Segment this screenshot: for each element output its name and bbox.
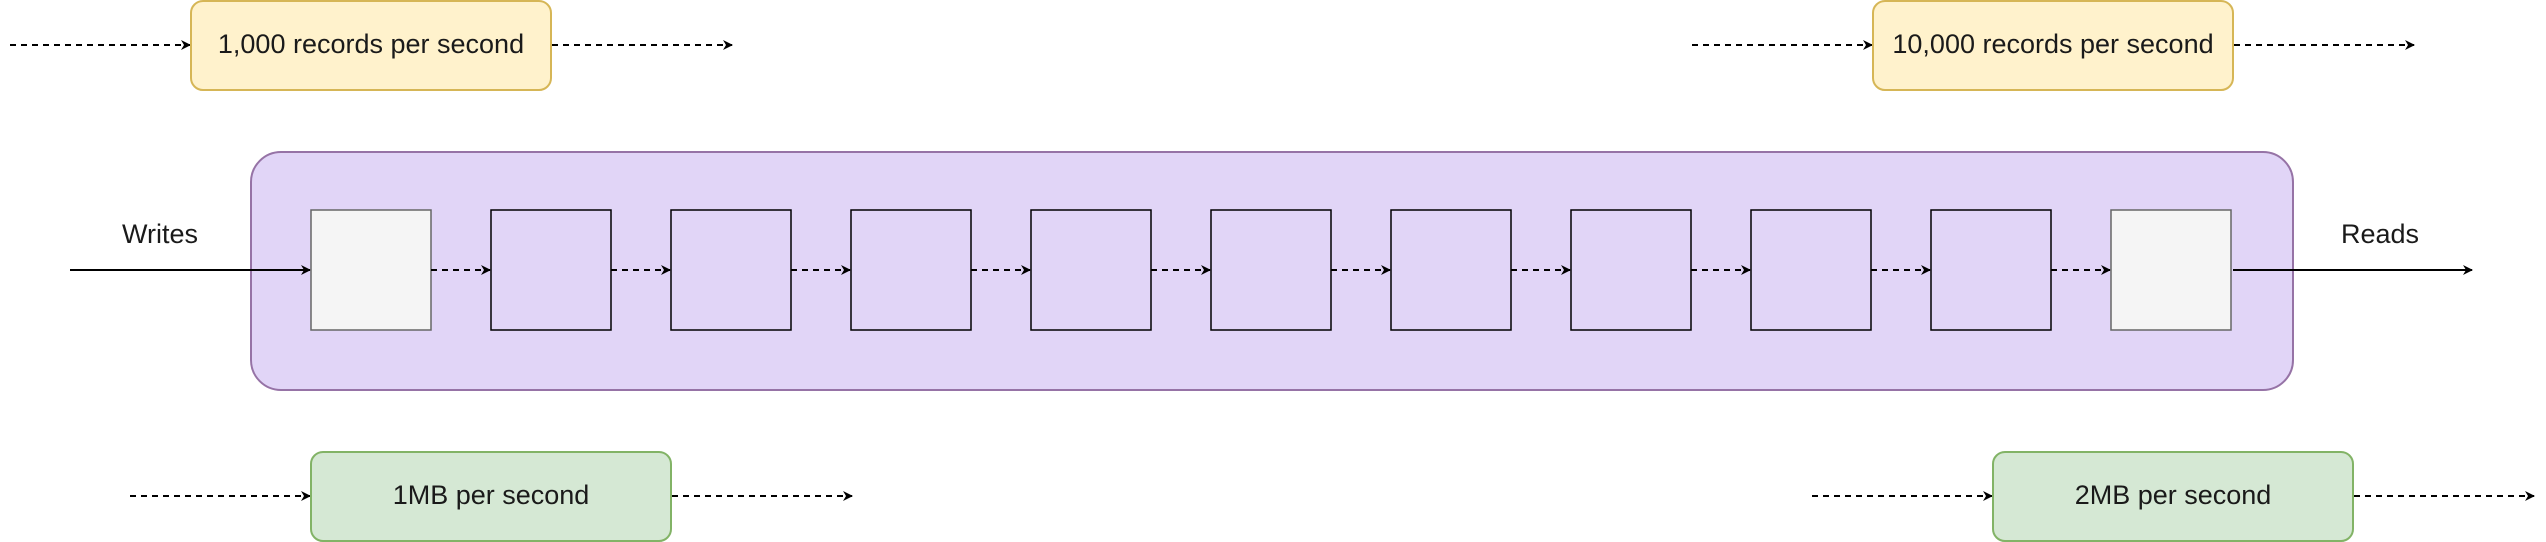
top-right-rate-label: 10,000 records per second [1892, 29, 2213, 59]
top-left-rate-label: 1,000 records per second [218, 29, 524, 59]
reads-label: Reads [2341, 219, 2419, 249]
bottom-left-rate-label: 1MB per second [393, 480, 590, 510]
record-box [1570, 209, 1692, 331]
record-box [1030, 209, 1152, 331]
record-box [1750, 209, 1872, 331]
record-box [490, 209, 612, 331]
writes-label: Writes [122, 219, 198, 249]
record-box-oldest [2110, 209, 2232, 331]
record-box [1930, 209, 2052, 331]
bottom-right-rate-box [1992, 451, 2354, 542]
record-sequence [310, 209, 2232, 331]
bottom-right-rate-label: 2MB per second [2075, 480, 2272, 510]
record-box-newest [310, 209, 432, 331]
bottom-left-rate-box [310, 451, 672, 542]
record-box [1390, 209, 1512, 331]
record-box [670, 209, 792, 331]
record-box [850, 209, 972, 331]
record-box [1210, 209, 1332, 331]
top-left-rate-box [190, 0, 552, 91]
top-right-rate-box [1872, 0, 2234, 91]
